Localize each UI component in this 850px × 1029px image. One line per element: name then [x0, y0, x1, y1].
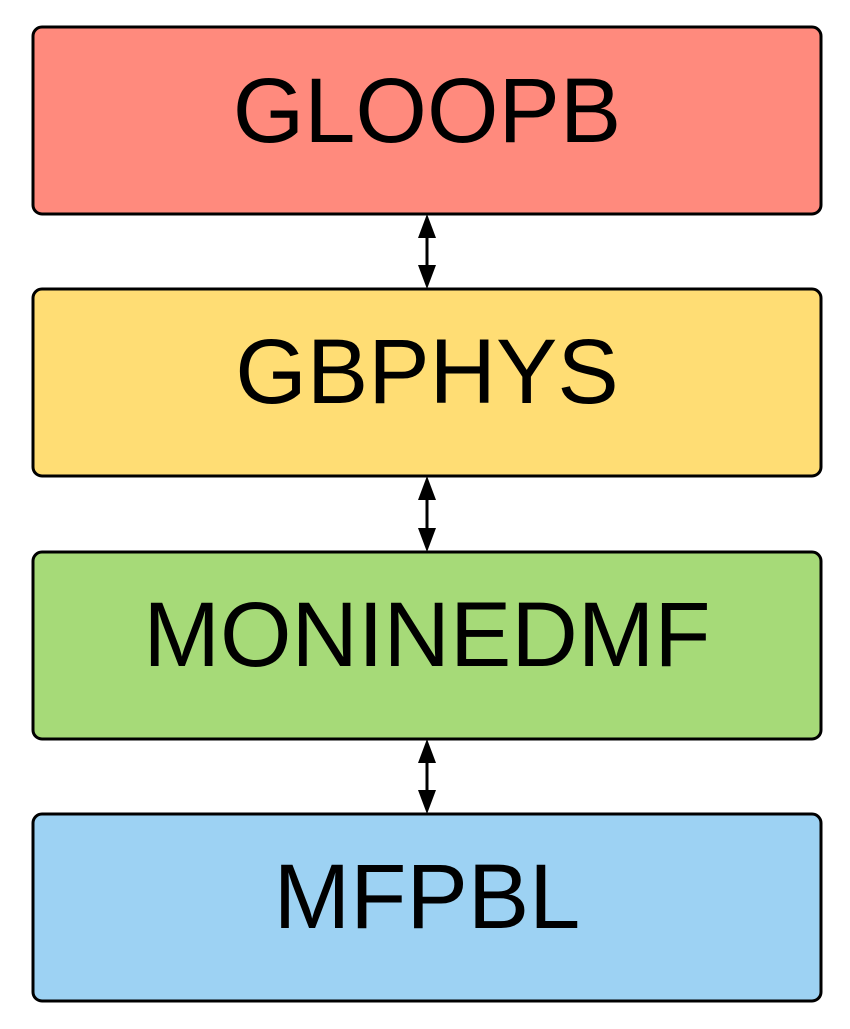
node-gbphys: GBPHYS [31, 287, 823, 478]
node-gloopb-label: GLOOPB [233, 60, 622, 162]
arrowhead-down-icon [418, 528, 436, 552]
arrowhead-up-icon [418, 739, 436, 763]
node-gloopb: GLOOPB [31, 25, 823, 216]
node-gbphys-label: GBPHYS [235, 321, 618, 423]
node-mfpbl: MFPBL [31, 812, 823, 1003]
arrowhead-up-icon [418, 476, 436, 500]
connector-gbphys-moninedmf [418, 476, 436, 552]
arrowhead-up-icon [418, 214, 436, 238]
arrowhead-down-icon [418, 265, 436, 289]
connector-gloopb-gbphys [418, 214, 436, 289]
node-moninedmf: MONINEDMF [31, 550, 823, 741]
node-moninedmf-label: MONINEDMF [143, 584, 710, 686]
arrowhead-down-icon [418, 790, 436, 814]
connector-moninedmf-mfpbl [418, 739, 436, 814]
node-mfpbl-label: MFPBL [274, 846, 581, 948]
